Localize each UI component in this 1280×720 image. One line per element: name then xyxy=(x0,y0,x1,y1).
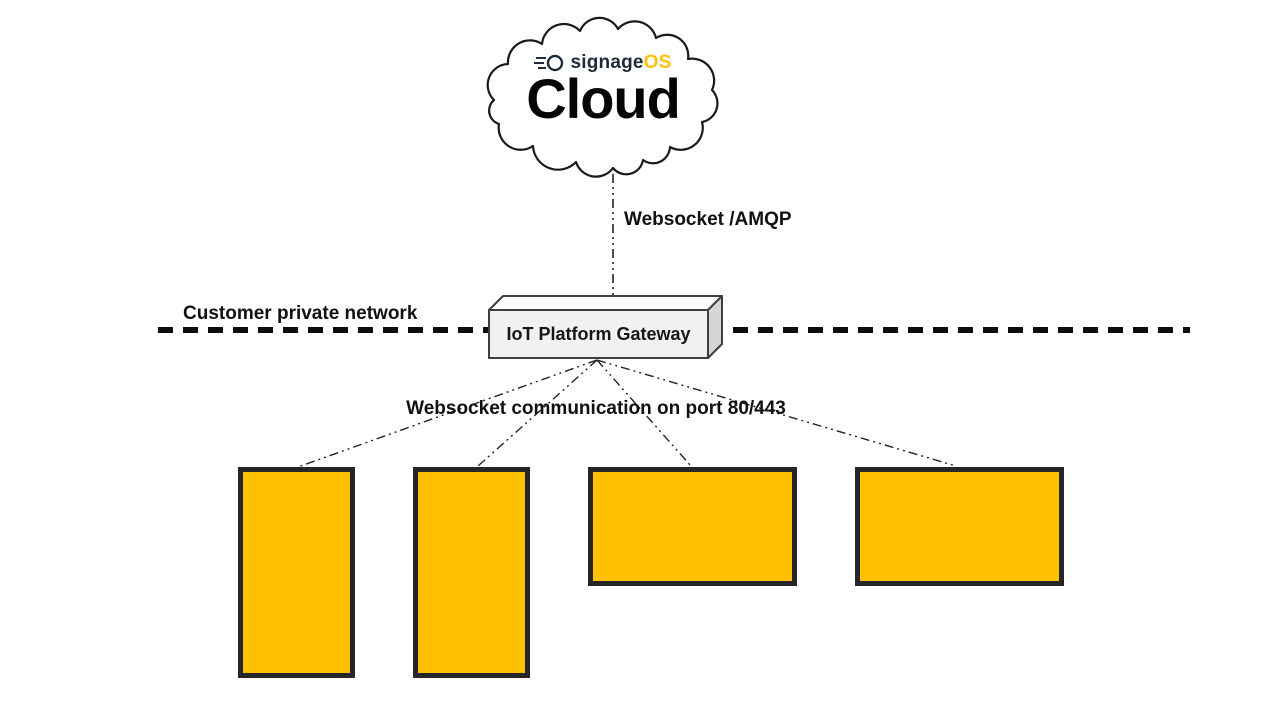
logo-wordmark: signageOS xyxy=(570,52,671,74)
display-landscape-2 xyxy=(855,467,1064,586)
logo-signage-text: signage xyxy=(570,52,644,73)
logo-os-text: OS xyxy=(643,52,672,73)
gateway-box xyxy=(488,295,723,359)
display-portrait-2 xyxy=(413,467,530,678)
customer-private-network-label: Customer private network xyxy=(183,303,418,324)
connector-display-1 xyxy=(297,359,598,468)
connector-display-2 xyxy=(477,359,598,467)
signageos-comet-icon xyxy=(534,54,564,72)
connector-display-3 xyxy=(596,359,692,467)
gateway-label: IoT Platform Gateway xyxy=(506,323,691,344)
websocket-port-label: Websocket communication on port 80/443 xyxy=(406,398,786,419)
gateway-box-top xyxy=(488,295,723,311)
display-portrait-1 xyxy=(238,467,355,678)
device-connectors xyxy=(297,359,957,468)
websocket-amqp-label: Websocket /AMQP xyxy=(624,209,792,230)
signageos-logo: signageOS xyxy=(478,52,728,74)
cloud-title: Cloud xyxy=(526,67,681,130)
gateway-box-front xyxy=(488,309,709,359)
display-landscape-1 xyxy=(588,467,797,586)
